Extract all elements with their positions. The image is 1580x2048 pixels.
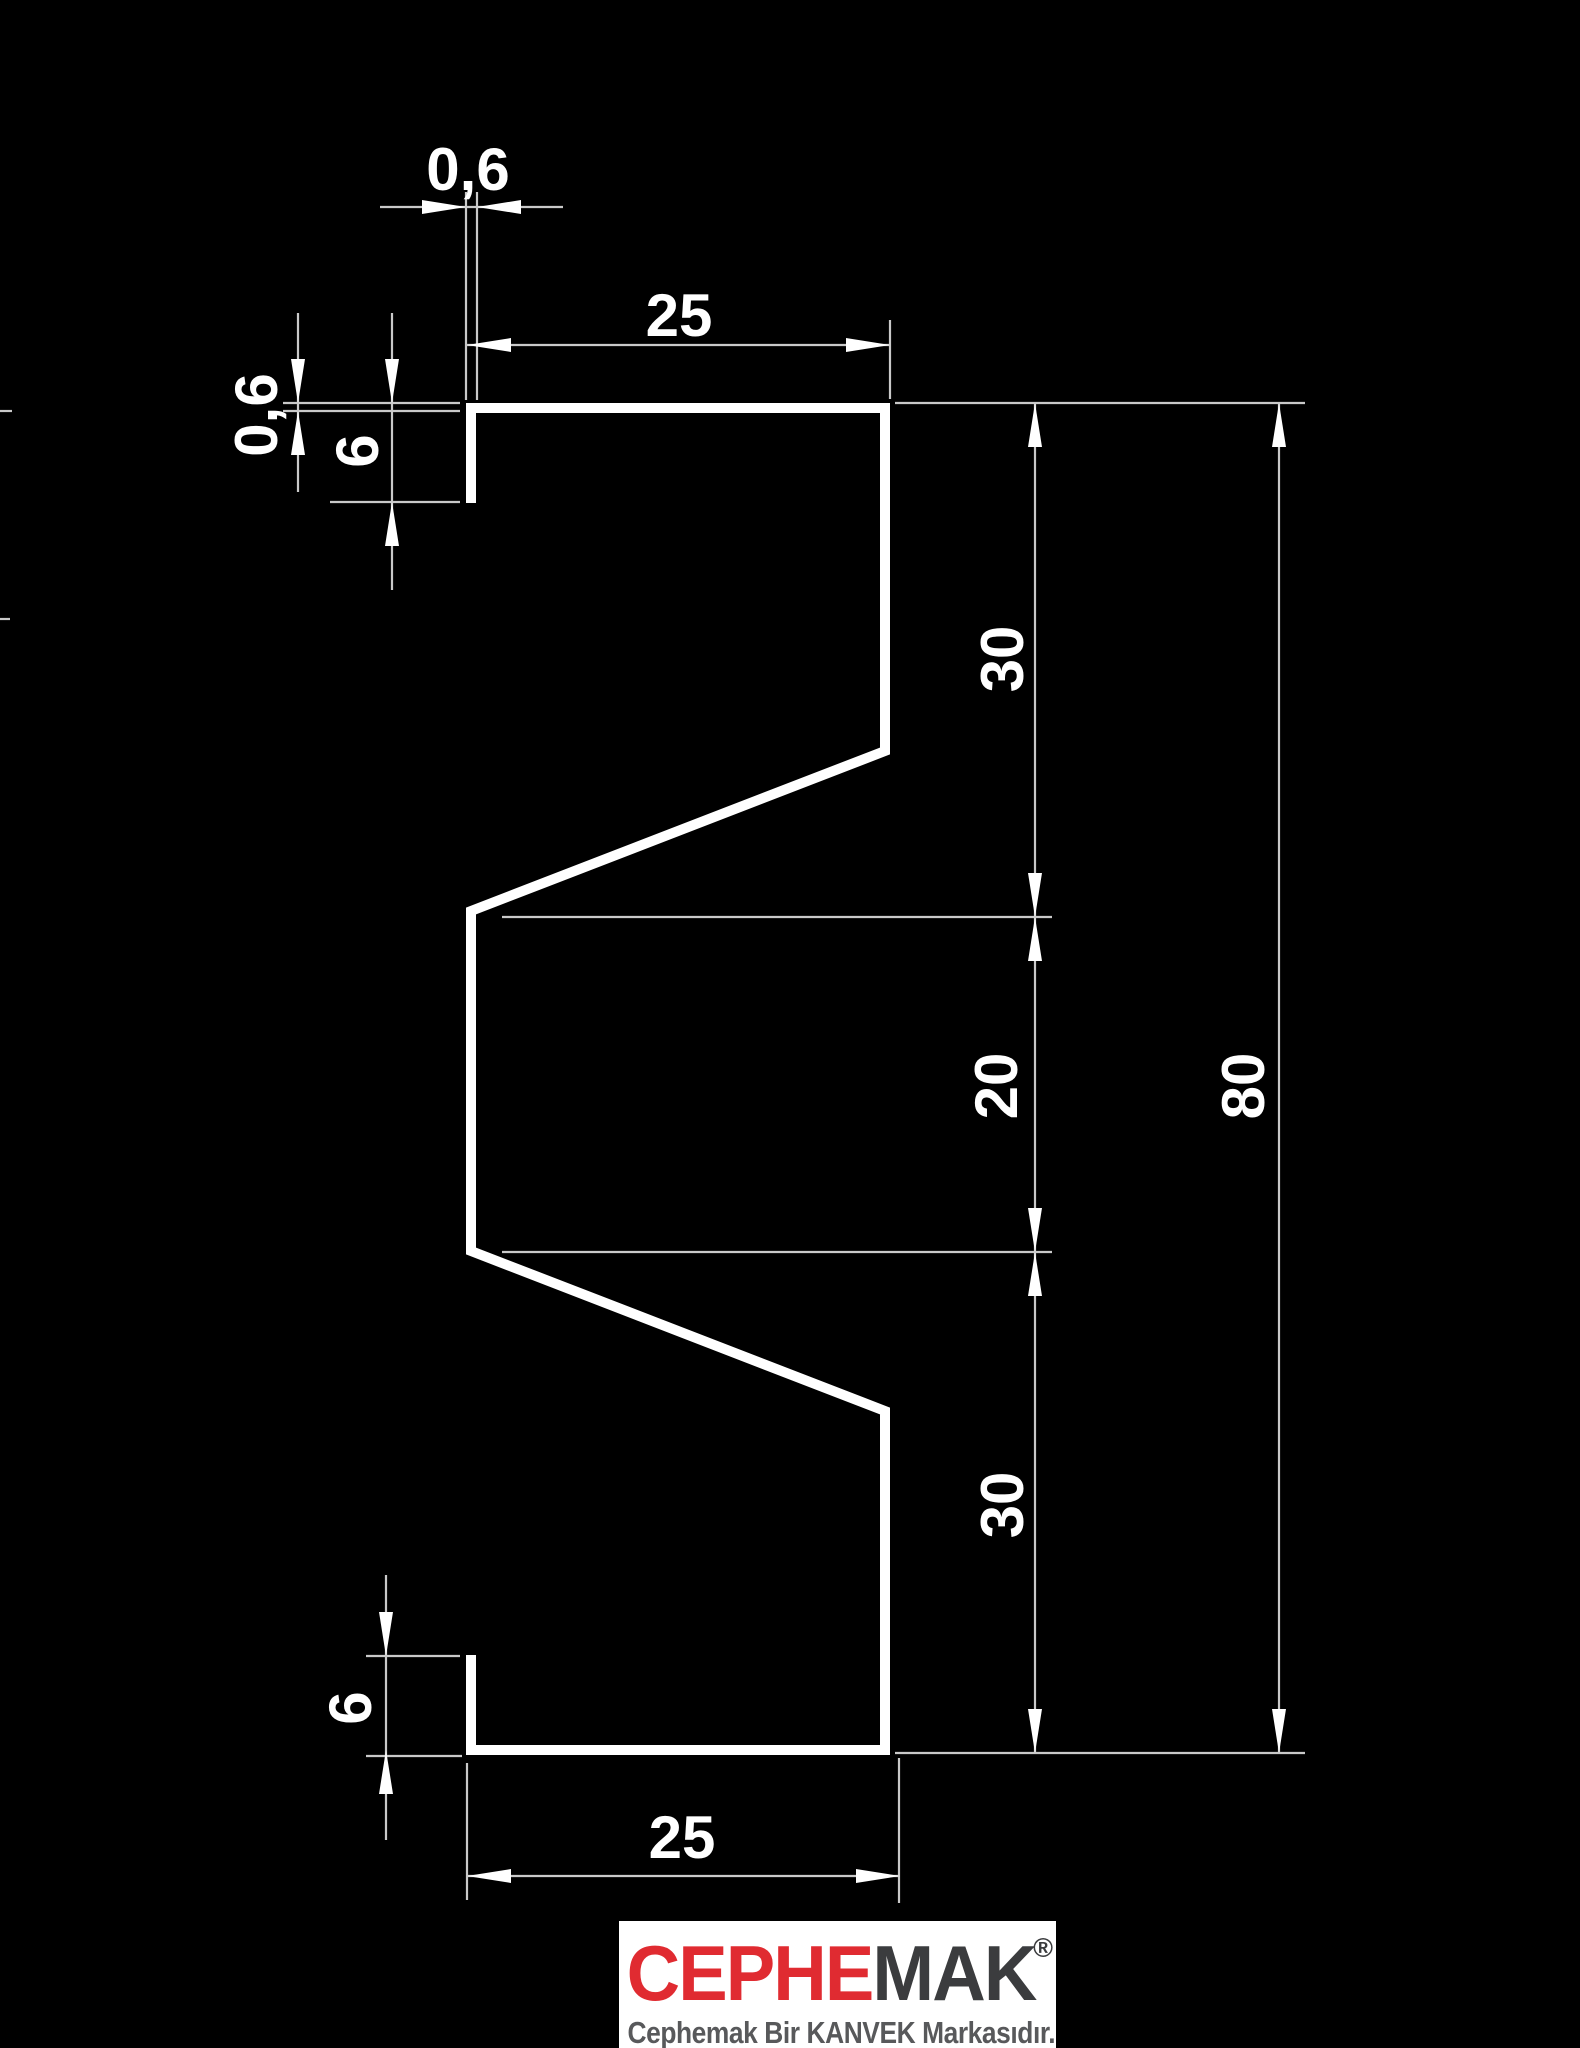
- brand-text: CEPHEMAK: [619, 1921, 1038, 2012]
- dim-text: 20: [963, 1053, 1030, 1120]
- arrowhead-left-icon: [467, 338, 511, 352]
- dim-sheet-thickness: 0,6: [223, 313, 305, 492]
- dim-bottom-lip: 6: [317, 1575, 393, 1840]
- dim-overall-height: 80: [1210, 403, 1286, 1753]
- arrowhead-down-icon: [291, 359, 305, 403]
- arrowhead-up-icon: [1028, 403, 1042, 447]
- arrowhead-up-icon: [385, 502, 399, 546]
- arrowhead-down-icon: [385, 359, 399, 403]
- dim-bottom-flange: 25: [467, 1804, 900, 1883]
- arrowhead-up-icon: [1028, 1252, 1042, 1296]
- dim-text: 6: [317, 1691, 384, 1724]
- arrowhead-down-icon: [1028, 1709, 1042, 1753]
- dim-text: 30: [969, 1472, 1036, 1539]
- arrowhead-down-icon: [1272, 1709, 1286, 1753]
- dim-text: 30: [969, 626, 1036, 693]
- arrowhead-down-icon: [1028, 1208, 1042, 1252]
- dim-text: 25: [646, 282, 713, 349]
- arrowhead-left-icon: [467, 1869, 511, 1883]
- arrowhead-down-icon: [1028, 873, 1042, 917]
- brand-tagline: Cephemak Bir KANVEK Markasıdır.: [627, 2015, 1056, 2048]
- arrowhead-down-icon: [379, 1612, 393, 1656]
- arrowhead-up-icon: [379, 1750, 393, 1794]
- dim-text: 0,6: [223, 373, 290, 456]
- arrowhead-up-icon: [1272, 403, 1286, 447]
- arrowhead-right-icon: [422, 200, 466, 214]
- profile-outline: [466, 403, 890, 1755]
- dim-text: 6: [324, 434, 391, 467]
- arrowhead-right-icon: [856, 1869, 900, 1883]
- dim-top-lip-thickness: 0,6: [380, 136, 563, 214]
- arrowhead-left-icon: [477, 200, 521, 214]
- dim-top-flange: 25: [467, 282, 890, 352]
- dim-chain-30-20-30: 30 20 30: [963, 403, 1042, 1753]
- brand-mak: MAK: [872, 1929, 1037, 2017]
- arrowhead-up-icon: [291, 411, 305, 455]
- extension-lines: [0, 192, 1305, 1903]
- arrowhead-up-icon: [1028, 917, 1042, 961]
- registered-mark-icon: ®: [1033, 1933, 1053, 1963]
- dim-text: 0,6: [426, 136, 509, 203]
- dim-top-lip: 6: [324, 313, 399, 590]
- logo-box: CEPHEMAK ® Cephemak Bir KANVEK Markasıdı…: [619, 1921, 1056, 2048]
- brand-cephe: CEPHE: [626, 1929, 875, 2017]
- dim-text: 25: [649, 1804, 716, 1871]
- dim-text: 80: [1210, 1053, 1277, 1120]
- arrowhead-right-icon: [846, 338, 890, 352]
